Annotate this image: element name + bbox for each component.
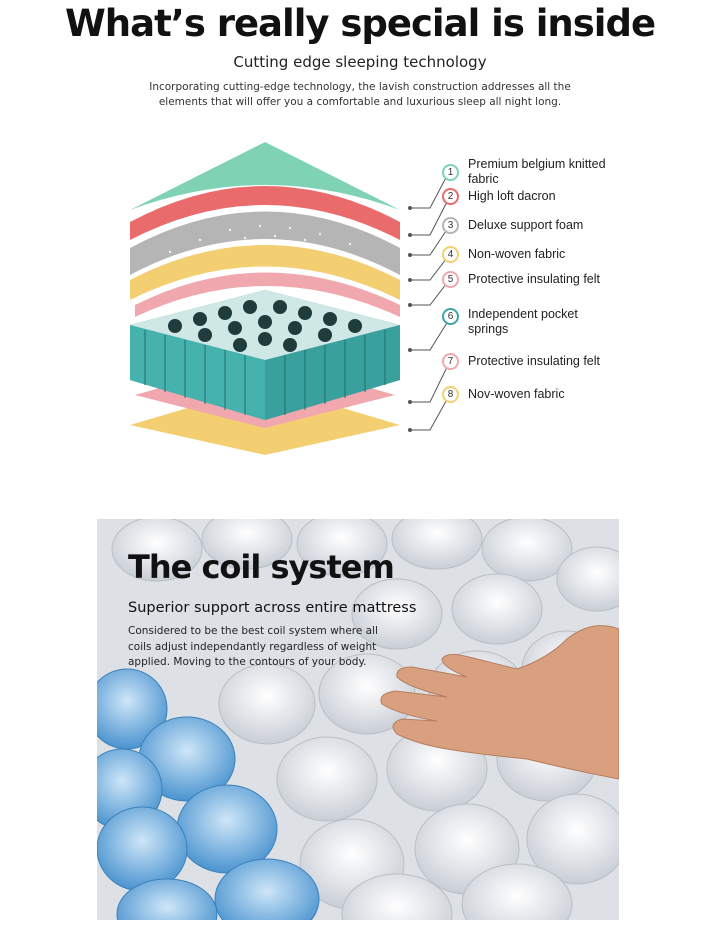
layer-label: Protective insulating felt <box>468 272 601 286</box>
layer-label: Nov-woven fabric <box>468 387 565 401</box>
layer-number-badge: 3 <box>442 217 459 234</box>
layer-5-shape <box>135 272 400 317</box>
layer-2-shape <box>130 186 400 240</box>
layer-number-badge: 8 <box>442 386 459 403</box>
coil-system-title: The coil system <box>128 548 395 586</box>
section-subheading: Cutting edge sleeping technology <box>233 53 487 71</box>
layer-number-badge: 4 <box>442 246 459 263</box>
pocket-springs-block <box>130 290 400 420</box>
layer-number-badge: 1 <box>442 164 459 181</box>
layer-label: Premium belgium knitted fabric <box>468 157 606 186</box>
layer-label: Independent pocket springs <box>468 307 578 336</box>
layer-number-badge: 2 <box>442 188 459 205</box>
page-headline: What’s really special is inside <box>64 2 656 45</box>
pocket-coils-illustration <box>97 519 619 920</box>
layer-label: Protective insulating felt <box>468 354 601 368</box>
coil-system-subtitle: Superior support across entire mattress <box>128 600 417 616</box>
layer-3-shape <box>130 211 400 275</box>
layer-1-shape <box>130 142 400 210</box>
layer-label: High loft dacron <box>468 189 556 203</box>
layer-number-badge: 5 <box>442 271 459 288</box>
layer-number-badge: 6 <box>442 308 459 325</box>
hand-shape <box>380 625 619 780</box>
layer-label: Non-woven fabric <box>468 247 566 261</box>
layer-4-shape <box>130 245 400 300</box>
layer-label: Deluxe support foam <box>468 218 584 232</box>
layer-number-badge: 7 <box>442 353 459 370</box>
coil-system-photo <box>97 519 619 920</box>
intro-paragraph: Incorporating cutting-edge technology, t… <box>149 81 571 108</box>
coil-system-description: Considered to be the best coil system wh… <box>128 625 378 668</box>
mattress-layers-diagram <box>130 142 451 455</box>
